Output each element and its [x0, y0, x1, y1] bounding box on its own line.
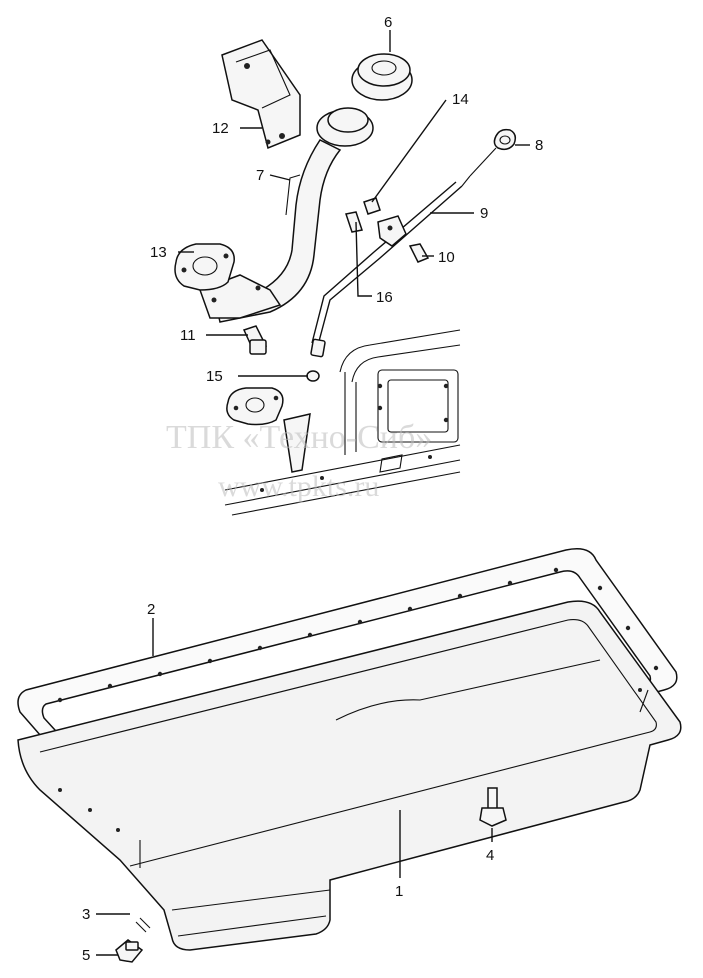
callout-8: 8 [535, 137, 543, 154]
callout-5: 5 [82, 947, 90, 964]
filler-bracket [221, 39, 301, 150]
pan-flange-holes [58, 688, 642, 832]
callout-15: 15 [206, 368, 223, 385]
watermark: ТПК «Техно-Сиб» www.tpkts.ru [166, 419, 432, 503]
dipstick-assembly [310, 128, 517, 358]
oil-filler-cap [351, 53, 413, 101]
leader-16 [355, 221, 372, 297]
drain-washer-3 [135, 917, 151, 933]
leader-14 [371, 99, 447, 203]
callout-13: 13 [150, 244, 167, 261]
engine-block-fragment [224, 329, 461, 516]
leader-7 [269, 174, 291, 181]
leader-lines [96, 30, 530, 956]
o-ring-15 [306, 370, 320, 382]
oil-pan [17, 600, 682, 951]
lower-gasket [226, 387, 311, 473]
callout-2: 2 [147, 601, 155, 618]
oil-filler-neck [199, 107, 374, 323]
callout-14: 14 [452, 91, 469, 108]
bolt-10 [408, 243, 430, 263]
callout-3: 3 [82, 906, 90, 923]
callout-11: 11 [180, 327, 196, 344]
callout-9: 9 [480, 205, 488, 222]
callout-7: 7 [256, 167, 264, 184]
callout-4: 4 [486, 847, 494, 864]
bolt-11 [242, 325, 268, 355]
callout-6: 6 [384, 14, 392, 31]
nut-14 [363, 197, 381, 215]
callout-1: 1 [395, 883, 403, 900]
watermark-line-2: www.tpkts.ru [218, 470, 379, 503]
drain-plug-5 [115, 939, 144, 963]
callout-12: 12 [212, 120, 229, 137]
bolt-16 [345, 211, 363, 233]
filler-neck-gasket [174, 243, 235, 291]
watermark-line-1: ТПК «Техно-Сиб» [166, 419, 432, 456]
callout-labels: 6 14 12 8 7 9 13 10 16 11 15 2 4 1 3 5 [82, 14, 543, 964]
callout-10: 10 [438, 249, 455, 266]
callout-16: 16 [376, 289, 393, 306]
pan-bolt-4 [479, 787, 507, 827]
